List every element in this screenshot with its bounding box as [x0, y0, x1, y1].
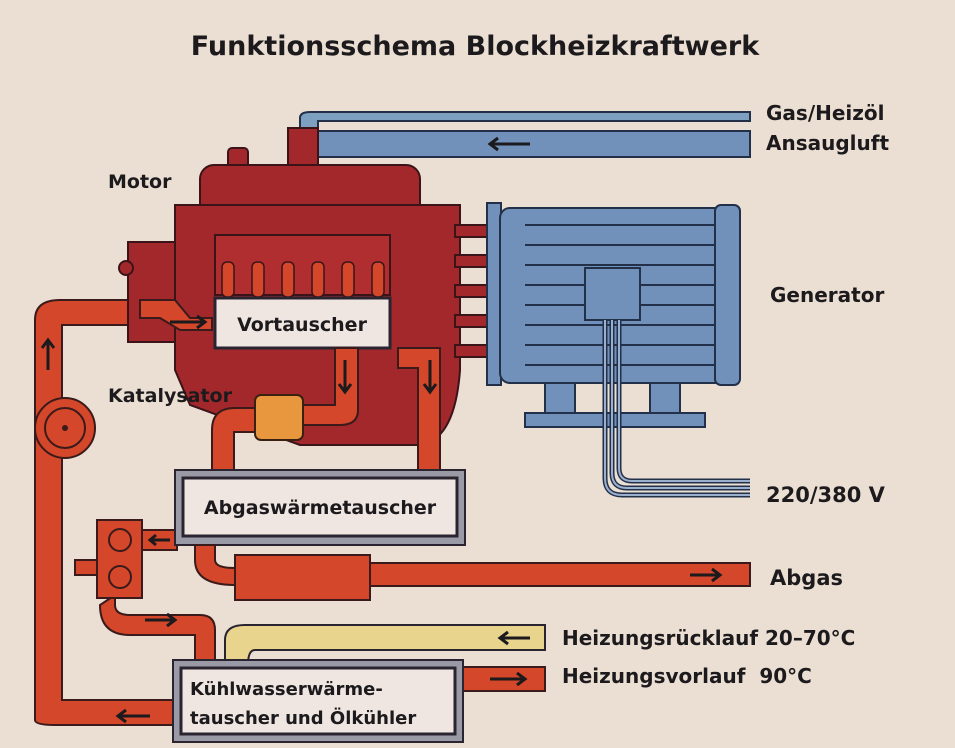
exhaust-pipes — [211, 347, 441, 473]
gas-pipe — [299, 111, 751, 129]
intake-stub — [287, 127, 319, 169]
kuehlwasser-label-1: Kühlwasserwärme- — [190, 679, 383, 700]
label-air: Ansaugluft — [766, 131, 889, 155]
terminal-box — [584, 267, 641, 321]
vortauscher-label: Vortauscher — [237, 314, 368, 336]
coolant-loop — [34, 299, 216, 726]
exhaust-outlet — [194, 544, 751, 601]
diagram-title: Funktionsschema Blockheizkraftwerk — [191, 31, 760, 62]
heating-flow-pipe — [459, 666, 546, 692]
label-katalysator: Katalysator — [108, 385, 233, 407]
generator — [486, 202, 750, 498]
valve-block — [96, 519, 178, 599]
label-gas: Gas/Heizöl — [766, 101, 885, 125]
kuehlwasser-label-2: tauscher und Ölkühler — [190, 707, 416, 729]
kuehlwasser-box — [179, 666, 457, 736]
abgaswaermetauscher-box — [181, 476, 459, 538]
label-ruecklauf: Heizungsrücklauf 20–70°C — [562, 626, 855, 650]
label-generator: Generator — [770, 283, 884, 307]
air-intake-pipe — [311, 130, 751, 158]
label-motor: Motor — [108, 171, 172, 193]
vortauscher-box — [213, 296, 392, 350]
label-vorlauf: Heizungsvorlauf 90°C — [562, 664, 812, 688]
abgaswaermetauscher-label: Abgaswärmetauscher — [204, 497, 437, 519]
label-voltage: 220/380 V — [766, 483, 886, 507]
label-abgas: Abgas — [770, 566, 843, 590]
katalysator — [254, 394, 304, 441]
heating-return-pipe — [224, 624, 546, 666]
